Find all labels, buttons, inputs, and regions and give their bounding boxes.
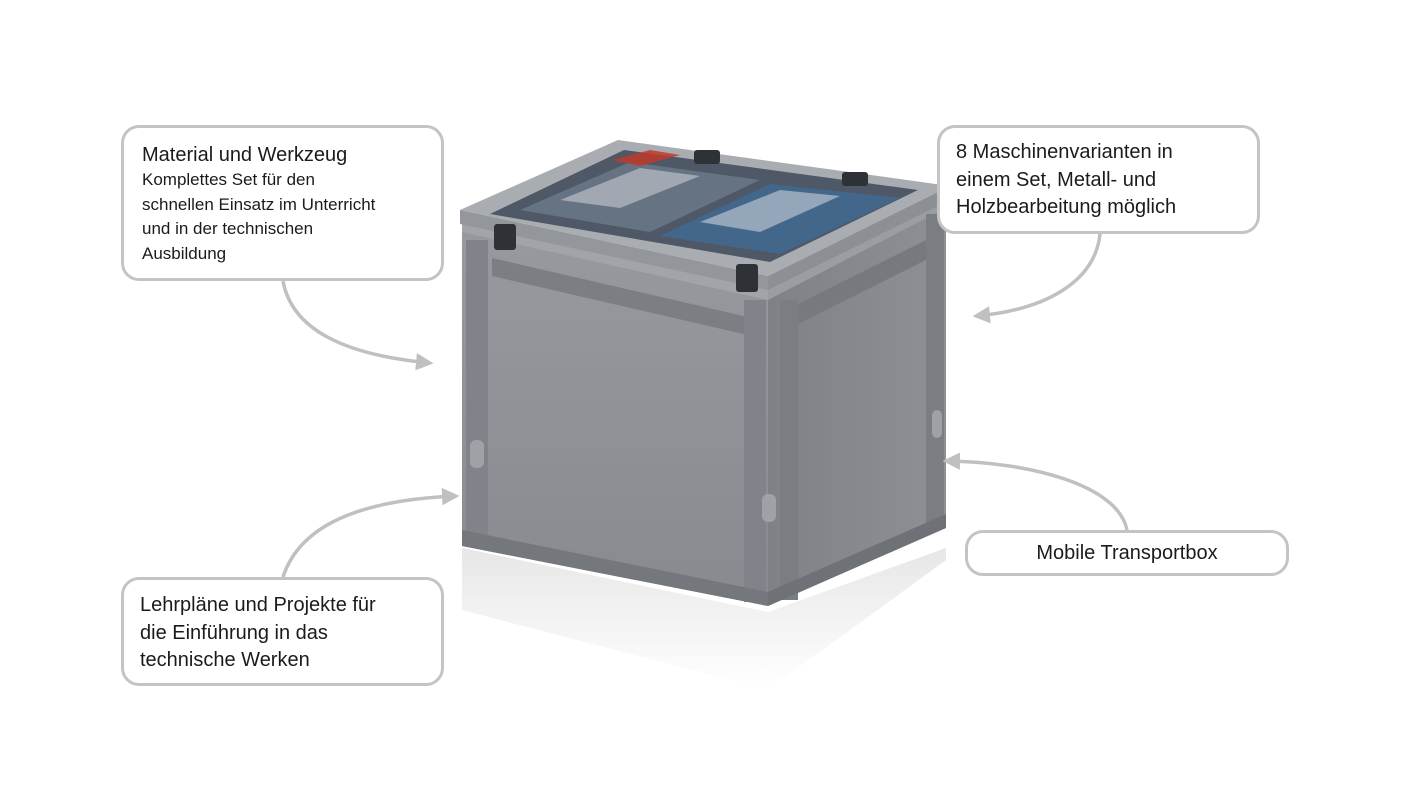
callout-machines-line: einem Set, Metall- und (956, 168, 1157, 191)
callout-curriculum-line: Lehrpläne und Projekte für (140, 594, 376, 616)
callout-curriculum-line: die Einführung in das (140, 621, 328, 644)
arrow-machines (972, 233, 1102, 324)
callout-transport-label: Mobile Transportbox (1036, 542, 1218, 564)
callout-transport-box: Mobile Transportbox (965, 530, 1289, 576)
callout-material-title: Material und Werkzeug (142, 144, 348, 166)
box-reflection (462, 548, 946, 690)
callout-machines-line: Holzbearbeitung möglich (956, 196, 1177, 218)
callout-material-line: Komplettes Set für den (142, 170, 315, 189)
callout-material-line: und in der technischen (142, 219, 314, 238)
callout-curriculum-projects: Lehrpläne und Projekte für die Einführun… (121, 577, 444, 686)
callout-curriculum-line: technische Werken (140, 649, 310, 671)
callout-machines-line: 8 Maschinenvarianten in (956, 141, 1173, 163)
transport-box (460, 140, 950, 606)
arrow-transport (942, 452, 1129, 531)
callout-material-line: schnellen Einsatz im Unterricht (142, 194, 376, 214)
callout-machine-variants: 8 Maschinenvarianten in einem Set, Metal… (937, 125, 1260, 234)
callout-material-line: Ausbildung (142, 243, 227, 263)
callout-material-tools: Material und Werkzeug Komplettes Set für… (121, 125, 444, 281)
arrow-material (281, 280, 434, 371)
box-side-face (768, 188, 946, 606)
arrow-curriculum (281, 487, 460, 578)
